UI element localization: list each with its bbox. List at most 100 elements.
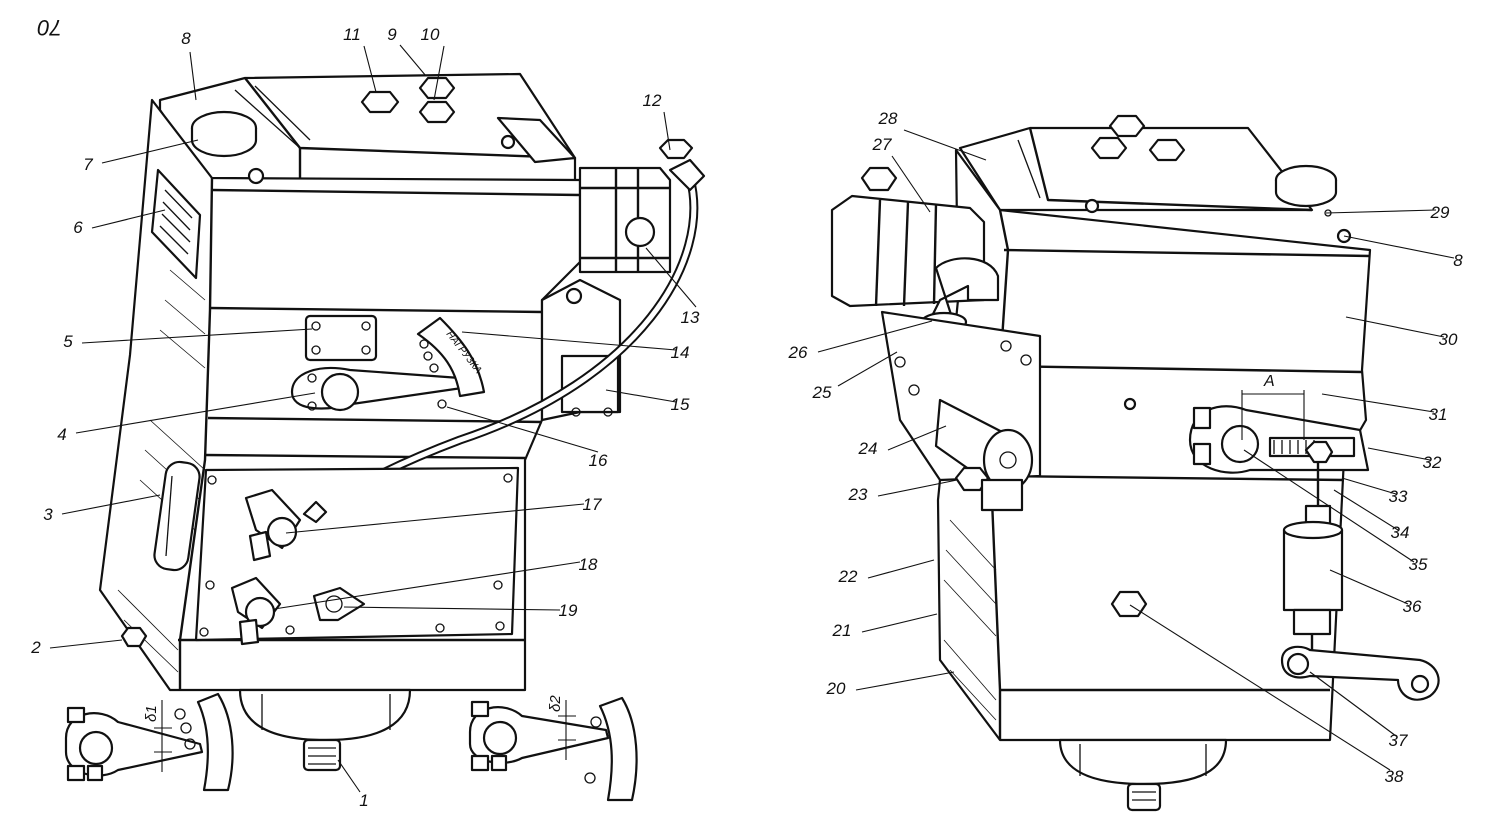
leader-line (273, 561, 581, 610)
leader-line (605, 389, 677, 403)
leader-line (855, 671, 955, 691)
callout-number: 37 (1389, 731, 1408, 750)
leader-line (363, 45, 377, 93)
callout-number: 22 (838, 567, 858, 586)
callout-32: 32 (1367, 447, 1442, 472)
callout-number: 32 (1423, 453, 1442, 472)
callout-12: 12 (643, 91, 671, 151)
callout-5: 5 (63, 328, 313, 351)
delta-2-label: δ2 (547, 695, 564, 712)
callout-number: 10 (421, 25, 440, 44)
callout-19: 19 (343, 601, 578, 620)
callout-number: 31 (1429, 405, 1448, 424)
page-number: 70 (37, 15, 62, 40)
callout-number: 25 (812, 383, 832, 402)
callout-number: 8 (181, 29, 191, 48)
callout-number: 14 (671, 343, 690, 362)
callout-2: 2 (30, 638, 123, 657)
callout-number: 17 (583, 495, 602, 514)
leader-line (49, 639, 123, 649)
leader-line (189, 51, 197, 101)
leader-line (1341, 477, 1397, 495)
callout-16: 16 (446, 406, 608, 470)
callout-number: 6 (73, 218, 83, 237)
callout-37: 37 (1309, 671, 1408, 750)
callout-number: 33 (1389, 487, 1408, 506)
callout-number: 29 (1430, 203, 1450, 222)
leader-line (817, 320, 933, 353)
leader-line (1333, 489, 1399, 531)
callout-38: 38 (1129, 604, 1404, 786)
leader-line (903, 129, 987, 161)
leader-line (91, 209, 166, 229)
callout-number: 5 (63, 332, 73, 351)
callout-20: 20 (826, 671, 955, 698)
callout-8: 8 (181, 29, 197, 101)
callout-18: 18 (273, 555, 598, 610)
leader-line (837, 351, 898, 387)
callout-number: 38 (1385, 767, 1404, 786)
callout-28: 28 (878, 109, 987, 161)
callout-number: 15 (671, 395, 690, 414)
callout-26: 26 (788, 320, 933, 362)
leader-line (1329, 569, 1409, 605)
callout-7: 7 (83, 139, 199, 174)
leader-line (75, 392, 316, 434)
leader-line (337, 759, 361, 793)
leader-line (1309, 671, 1397, 737)
callout-number: 2 (30, 638, 41, 657)
callout-27: 27 (872, 135, 931, 213)
leader-line (1345, 316, 1445, 338)
callout-number: 13 (681, 308, 700, 327)
callout-13: 13 (645, 247, 700, 327)
callout-number: 3 (43, 505, 53, 524)
leader-line (877, 479, 958, 497)
callout-9: 9 (387, 25, 427, 77)
callout-10: 10 (421, 25, 445, 101)
detail-delta-2: δ2 (468, 695, 638, 802)
leader-line (101, 139, 199, 164)
leader-line (1129, 604, 1391, 771)
callout-22: 22 (838, 559, 935, 586)
left-governor-unit: НАГРУЗКА (98, 72, 706, 772)
callout-21: 21 (832, 613, 938, 640)
leader-line (1243, 449, 1415, 563)
leader-line (285, 503, 585, 534)
callout-14: 14 (461, 331, 690, 362)
callout-number: 16 (589, 451, 608, 470)
callout-number: 23 (848, 485, 868, 504)
callout-35: 35 (1243, 449, 1428, 574)
delta-1-label: δ1 (143, 705, 160, 722)
leader-line (1343, 235, 1455, 259)
callout-3: 3 (43, 494, 161, 524)
callout-number: 7 (83, 155, 93, 174)
leader-line (446, 406, 599, 453)
callout-25: 25 (812, 351, 898, 402)
callout-number: 12 (643, 91, 662, 110)
leader-line (645, 247, 697, 308)
callout-number: 1 (359, 791, 368, 810)
leader-line (887, 425, 947, 451)
callout-number: 26 (788, 343, 808, 362)
callout-number: 34 (1391, 523, 1410, 542)
right-governor-unit: A (830, 114, 1440, 812)
dimension-a-label: A (1263, 373, 1275, 390)
callout-33: 33 (1341, 477, 1408, 506)
leader-line (861, 613, 938, 633)
callout-number: 27 (872, 135, 892, 154)
callout-number: 8 (1453, 251, 1463, 270)
callout-number: 21 (832, 621, 852, 640)
callout-number: 19 (559, 601, 578, 620)
callout-15: 15 (605, 389, 690, 414)
callout-30: 30 (1345, 316, 1458, 349)
callout-6: 6 (73, 209, 166, 237)
callout-36: 36 (1329, 569, 1422, 616)
leader-line (1321, 393, 1435, 413)
callout-number: 20 (826, 679, 846, 698)
leader-line (343, 606, 561, 611)
leader-line (81, 328, 313, 344)
callout-24: 24 (858, 425, 947, 458)
